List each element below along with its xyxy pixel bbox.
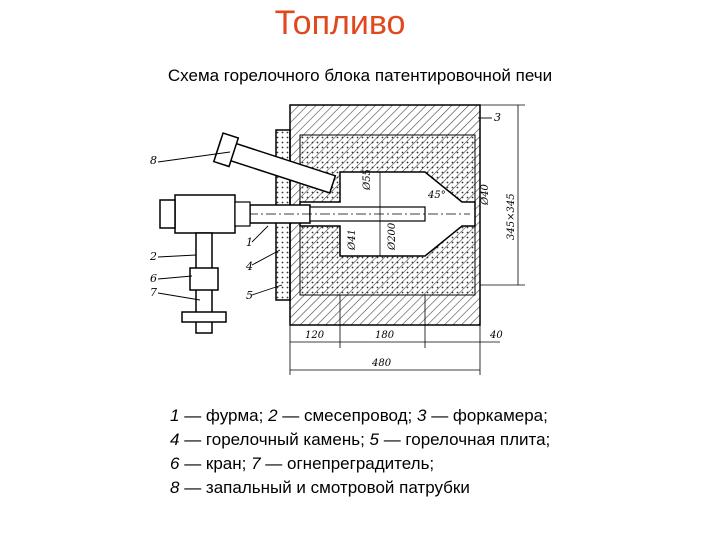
part-label-5: 5 [246, 289, 253, 302]
dim-d200: Ø200 [387, 222, 398, 251]
dim-120: 120 [305, 330, 325, 341]
legend-text: — фурма; [179, 406, 269, 425]
legend-text: — запальный и смотровой патрубки [179, 478, 470, 497]
dim-180: 180 [375, 330, 395, 341]
legend-row: 6 — кран; 7 — огнепреградитель; [170, 452, 550, 476]
part-label-1: 1 [246, 236, 253, 249]
legend-text: — горелочная плита; [378, 430, 551, 449]
legend: 1 — фурма; 2 — смесепровод; 3 — форкамер… [170, 404, 550, 500]
part-label-7: 7 [150, 286, 157, 299]
dim-d55: Ø55 [362, 169, 373, 191]
legend-row: 4 — горелочный камень; 5 — горелочная пл… [170, 428, 550, 452]
legend-number: 8 [170, 478, 180, 497]
dim-480: 480 [371, 358, 392, 369]
slide-subtitle: Схема горелочного блока патентировочной … [167, 66, 553, 85]
part-label-4: 4 [245, 260, 253, 273]
slide-title: Топливо [274, 4, 406, 42]
height-dimension: 345×345 [480, 104, 525, 286]
legend-row: 8 — запальный и смотровой патрубки [170, 476, 550, 500]
leader-lines [157, 117, 492, 301]
legend-text: — форкамера; [426, 406, 548, 425]
part-label-6: 6 [150, 272, 157, 285]
legend-number: 7 [251, 454, 261, 473]
legend-number: 6 [170, 454, 180, 473]
legend-text: — огнепреградитель; [260, 454, 435, 473]
dim-d41: Ø41 [347, 229, 358, 251]
dim-40: 40 [489, 330, 503, 341]
dim-d40: Ø40 [480, 183, 491, 206]
bottom-dimension-labels: 120 180 40 480 [305, 330, 503, 369]
legend-text: — кран; [179, 454, 252, 473]
legend-row: 1 — фурма; 2 — смесепровод; 3 — форкамер… [170, 404, 550, 428]
legend-text: — горелочный камень; [179, 430, 370, 449]
legend-number: 3 [417, 406, 427, 425]
part-labels: 8 2 6 7 1 4 5 3 [149, 111, 501, 302]
burner-block-diagram: 8 2 6 7 1 4 5 3 Ø55 Ø41 Ø200 45° Ø40 345… [149, 104, 525, 375]
legend-text: — смесепровод; [277, 406, 417, 425]
legend-number: 4 [170, 430, 180, 449]
part-label-2: 2 [149, 250, 157, 263]
legend-number: 2 [268, 406, 278, 425]
legend-number: 5 [369, 430, 379, 449]
tuyere-assembly [159, 132, 470, 334]
part-label-8: 8 [150, 154, 157, 167]
bottom-dimension-lines [289, 295, 500, 375]
dim-345: 345×345 [506, 193, 517, 240]
internal-dimensions: Ø55 Ø41 Ø200 45° Ø40 [347, 169, 491, 256]
part-label-3: 3 [494, 111, 501, 124]
legend-number: 1 [170, 406, 180, 425]
dim-angle: 45° [427, 190, 446, 201]
